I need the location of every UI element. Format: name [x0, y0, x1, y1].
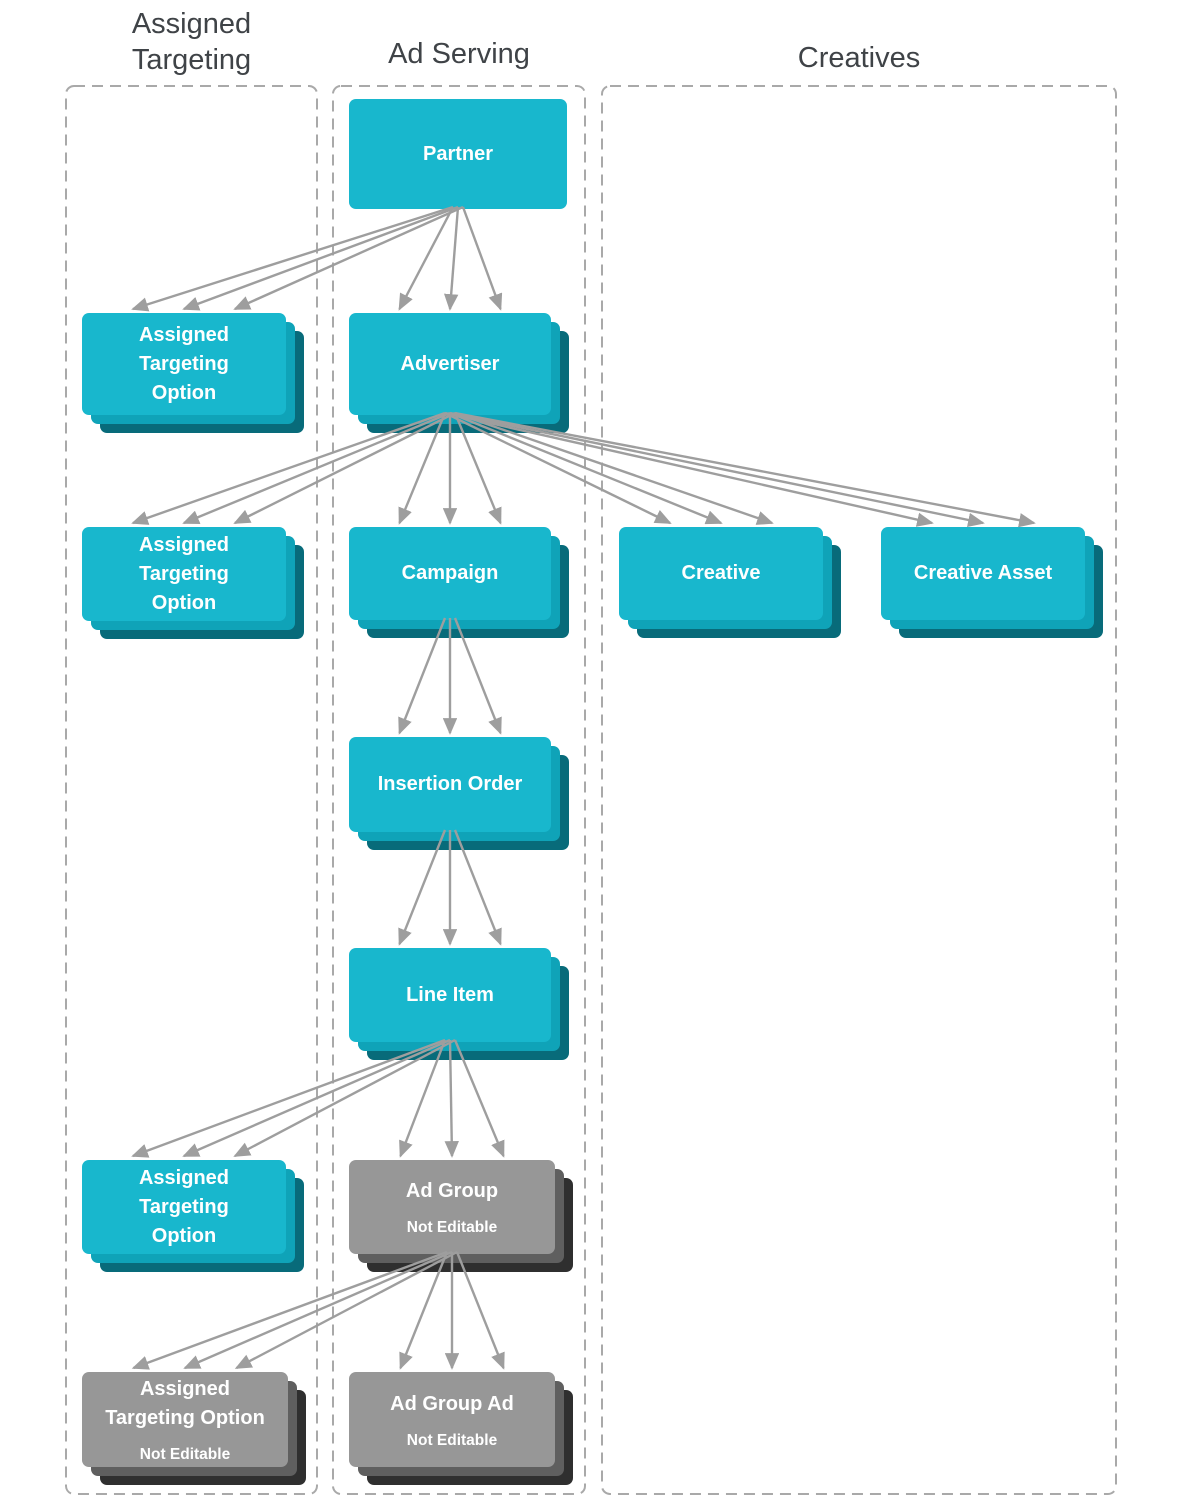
node-ad-group-ad: Ad Group Ad Not Editable: [349, 1372, 555, 1467]
node-advertiser: Advertiser: [349, 313, 551, 415]
node-creative-asset: Creative Asset: [881, 527, 1085, 620]
column-header-assigned-targeting: Assigned Targeting: [66, 6, 317, 78]
node-label-line: Partner: [422, 142, 494, 165]
node-campaign: Campaign: [349, 527, 551, 620]
node-label: Creative: [682, 559, 761, 588]
node-label-line: Option: [151, 381, 217, 404]
node-label: Line Item: [406, 981, 494, 1010]
column-header-label: Ad Serving: [388, 38, 530, 70]
node-label-line: Ad Group: [405, 1180, 499, 1202]
node-line-item: Line Item: [349, 948, 551, 1042]
node-label-line: Ad Group Ad: [390, 1392, 514, 1415]
node-label-line: Creative Asset: [913, 562, 1053, 584]
node-label-line: Targeting: [139, 562, 229, 585]
column-creatives-border: [601, 85, 1117, 1495]
node-label-line: Assigned: [138, 533, 230, 556]
node-insertion-order: Insertion Order: [349, 737, 551, 832]
node-label: Creative Asset: [914, 559, 1052, 588]
node-label: Partner: [423, 140, 493, 169]
node-label: Campaign: [402, 559, 499, 588]
node-label-line: Targeting: [139, 1195, 229, 1218]
node-label-line: Assigned: [138, 323, 230, 346]
node-sublabel: Not Editable: [406, 1219, 498, 1236]
node-label-line: Assigned: [138, 1166, 230, 1189]
column-ad-serving-border: [332, 85, 586, 1495]
node-label: Insertion Order: [378, 770, 522, 799]
node-label-line: Advertiser: [400, 352, 500, 375]
node-creative: Creative: [619, 527, 823, 620]
node-sublabel: Not Editable: [139, 1446, 231, 1463]
node-label-line: Insertion Order: [377, 773, 523, 795]
node-label-line: Line Item: [406, 983, 494, 1006]
node-label-line: Assigned: [139, 1378, 230, 1400]
node-partner: Partner: [349, 99, 567, 209]
node-sublabel: Not Editable: [406, 1431, 498, 1449]
node-label: Ad Group: [406, 1177, 498, 1206]
column-header-ad-serving: Ad Serving: [333, 36, 585, 72]
node-label-line: Campaign: [401, 562, 499, 584]
column-assigned-targeting-border: [65, 85, 318, 1495]
column-header-creatives: Creatives: [602, 40, 1116, 76]
column-header-label: Assigned Targeting: [131, 8, 252, 76]
node-label-line: Creative: [681, 562, 761, 584]
node-label-line: Targeting: [139, 352, 229, 375]
node-label-line: Targeting Option: [105, 1407, 265, 1429]
node-label: Ad Group Ad: [390, 1390, 514, 1419]
node-label-line: Option: [151, 591, 217, 614]
column-header-label: Creatives: [797, 42, 921, 74]
node-label: Advertiser: [401, 350, 500, 379]
node-label-line: Option: [151, 1224, 217, 1247]
